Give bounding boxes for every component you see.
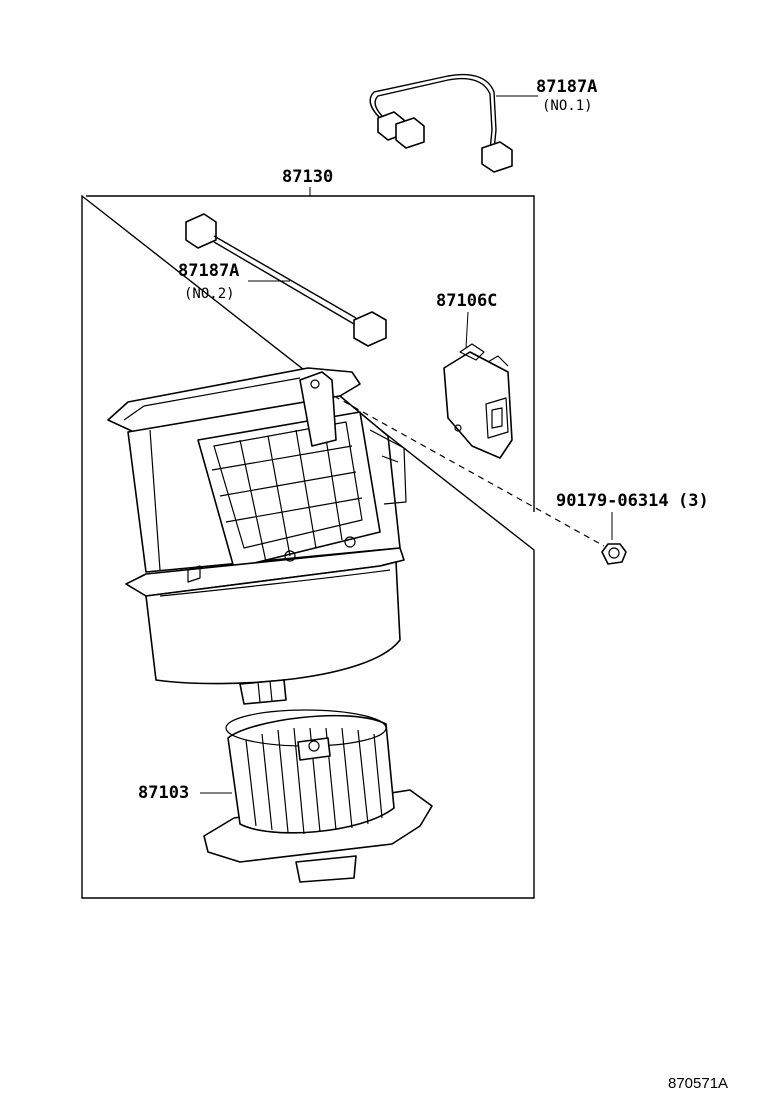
screw-dash-line xyxy=(333,395,605,547)
callout-harness-no1-sub: (NO.1) xyxy=(542,98,593,114)
callout-fan-motor-number: 87103 xyxy=(138,783,189,803)
harness-no1-part[interactable] xyxy=(369,73,513,173)
harness-no2-part[interactable] xyxy=(185,213,387,347)
callout-harness-no1-number: 87187A xyxy=(536,77,597,97)
assembly-frame xyxy=(81,194,535,899)
callout-blower-assy-number: 87130 xyxy=(282,167,333,187)
callout-harness-no2-sub: (NO.2) xyxy=(184,286,235,302)
callout-resistor-number: 87106C xyxy=(436,291,497,311)
callout-harness-no2-number: 87187A xyxy=(178,261,239,281)
illustration-ref: 870571A xyxy=(668,1075,728,1092)
callout-screw-number: 90179-06314 xyxy=(556,491,669,511)
blower-housing-part[interactable] xyxy=(107,367,407,705)
leader-resistor xyxy=(465,311,469,349)
screw-part[interactable] xyxy=(601,543,627,565)
resistor-part[interactable] xyxy=(443,343,513,459)
fan-motor-part[interactable] xyxy=(203,709,433,883)
callout-screw-qty: (3) xyxy=(678,491,709,511)
